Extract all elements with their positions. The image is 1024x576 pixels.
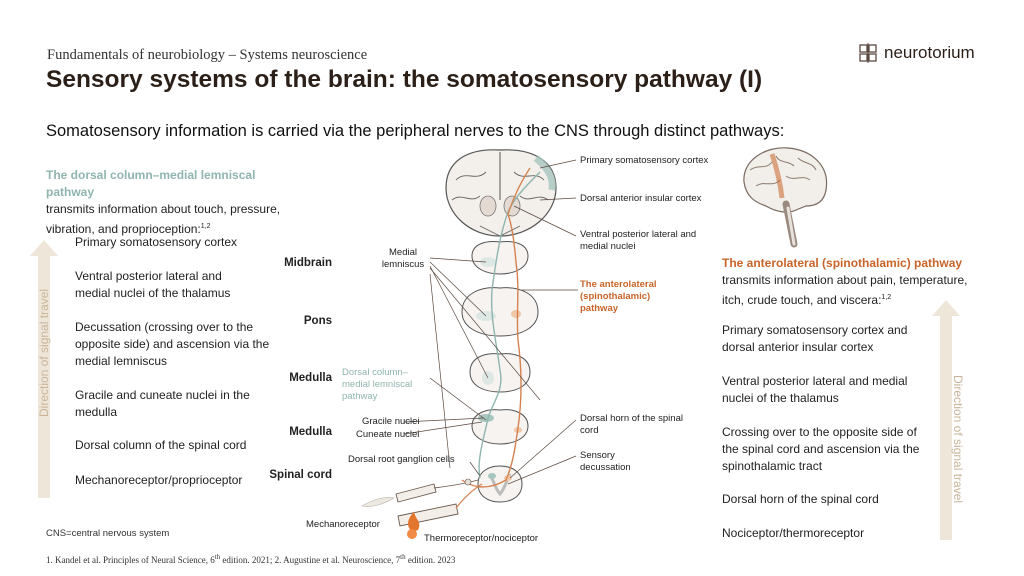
label-sensory-decussation: Sensory decussation [580,450,631,473]
ref-sup-2: th [400,553,406,561]
label-vpl-nuclei: Ventral posterior lateral and medial nuc… [580,229,697,252]
page-title: Sensory systems of the brain: the somato… [46,66,763,93]
left-intro: The dorsal column–medial lemniscal pathw… [46,167,296,238]
left-direction-arrow [30,240,58,498]
ref-part-2: edition. 2021; 2. Augustine et al. Neuro… [220,555,401,565]
left-item-6: Mechanoreceptor/proprioceptor [75,473,243,487]
thermoreceptor-flame-icon [408,512,420,532]
right-direction-arrow [932,300,960,540]
label-dorsal-horn: Dorsal horn of the spinal cord [580,413,683,436]
brain-side-icon [743,147,828,248]
neurotorium-logo-icon [859,43,877,63]
level-midbrain: Midbrain [284,257,332,269]
ref-part-3: edition. 2023 [405,555,456,565]
label-insular-cortex: Dorsal anterior insular cortex [580,193,702,204]
spinal-cord-section [477,465,523,503]
subtitle: Somatosensory information is carried via… [46,122,785,140]
left-heading: The dorsal column–medial lemniscal pathw… [46,168,256,199]
level-medulla-upper: Medulla [289,372,332,384]
left-item-3: Decussation (crossing over to the opposi… [75,320,270,368]
left-description: transmits information about touch, press… [46,202,281,236]
label-gracile-nuclei: Gracile nuclei [362,416,420,427]
pons-section [461,287,539,337]
logo: neurotorium [858,43,975,63]
label-dorsal-column-pathway: Dorsal column–medial lemniscal pathway [342,367,413,402]
right-item-4: Dorsal horn of the spinal cord [722,492,879,506]
anterolateral-path [461,167,531,488]
right-description: transmits information about pain, temper… [722,273,968,307]
level-medulla-lower: Medulla [289,426,332,438]
thermoreceptor-dot-icon [407,529,417,539]
left-item-5: Dorsal column of the spinal cord [75,438,247,452]
right-intro: The anterolateral (spinothalamic) pathwa… [722,255,992,309]
level-pons: Pons [303,315,332,327]
right-heading: The anterolateral (spinothalamic) pathwa… [722,256,963,270]
right-item-2: Ventral posterior lateral and medial nuc… [722,374,908,405]
label-mechanoreceptor: Mechanoreceptor [306,519,380,530]
left-ref: 1,2 [200,223,211,230]
references: 1. Kandel et al. Principles of Neural Sc… [46,553,455,565]
right-item-3: Crossing over to the opposite side of th… [722,425,920,473]
brain-coronal-section [445,149,557,237]
ref-sup-1: th [214,553,221,561]
logo-text: neurotorium [884,43,975,62]
label-anterolateral-pathway: The anterolateral (spinothalamic) pathwa… [580,279,657,314]
left-item-2: Ventral posterior lateral and medial nuc… [75,269,231,300]
label-cuneate-nuclei: Cuneate nuclei [356,429,420,440]
level-spinal-cord: Spinal cord [269,469,332,481]
midbrain-lemniscus-mark [480,257,496,267]
peripheral-nerves [395,478,483,527]
mechanoreceptor-icon [361,497,395,507]
label-primary-cortex: Primary somatosensory cortex [580,155,709,166]
left-item-1: Primary somatosensory cortex [75,235,238,249]
ref-part-1: 1. Kandel et al. Principles of Neural Sc… [46,555,215,565]
midbrain-section [471,241,529,275]
spinal-dorsal-column-mark [488,473,496,479]
cns-footnote: CNS=central nervous system [46,528,170,539]
gracile-cuneate-mark [478,414,494,422]
right-ref: 1,2 [881,294,892,301]
kicker: Fundamentals of neurobiology – Systems n… [47,47,368,63]
label-medial-lemniscus: Medial lemniscus [381,247,425,270]
leader-lines [403,159,578,485]
pons-anterolateral-mark [511,310,521,318]
right-item-1: Primary somatosensory cortex and dorsal … [722,323,908,354]
left-item-4: Gracile and cuneate nuclei in the medull… [75,388,250,419]
label-thermoreceptor: Thermoreceptor/nociceptor [424,533,539,544]
label-drg-cells: Dorsal root ganglion cells [348,454,455,465]
right-item-5: Nociceptor/thermoreceptor [722,526,865,540]
